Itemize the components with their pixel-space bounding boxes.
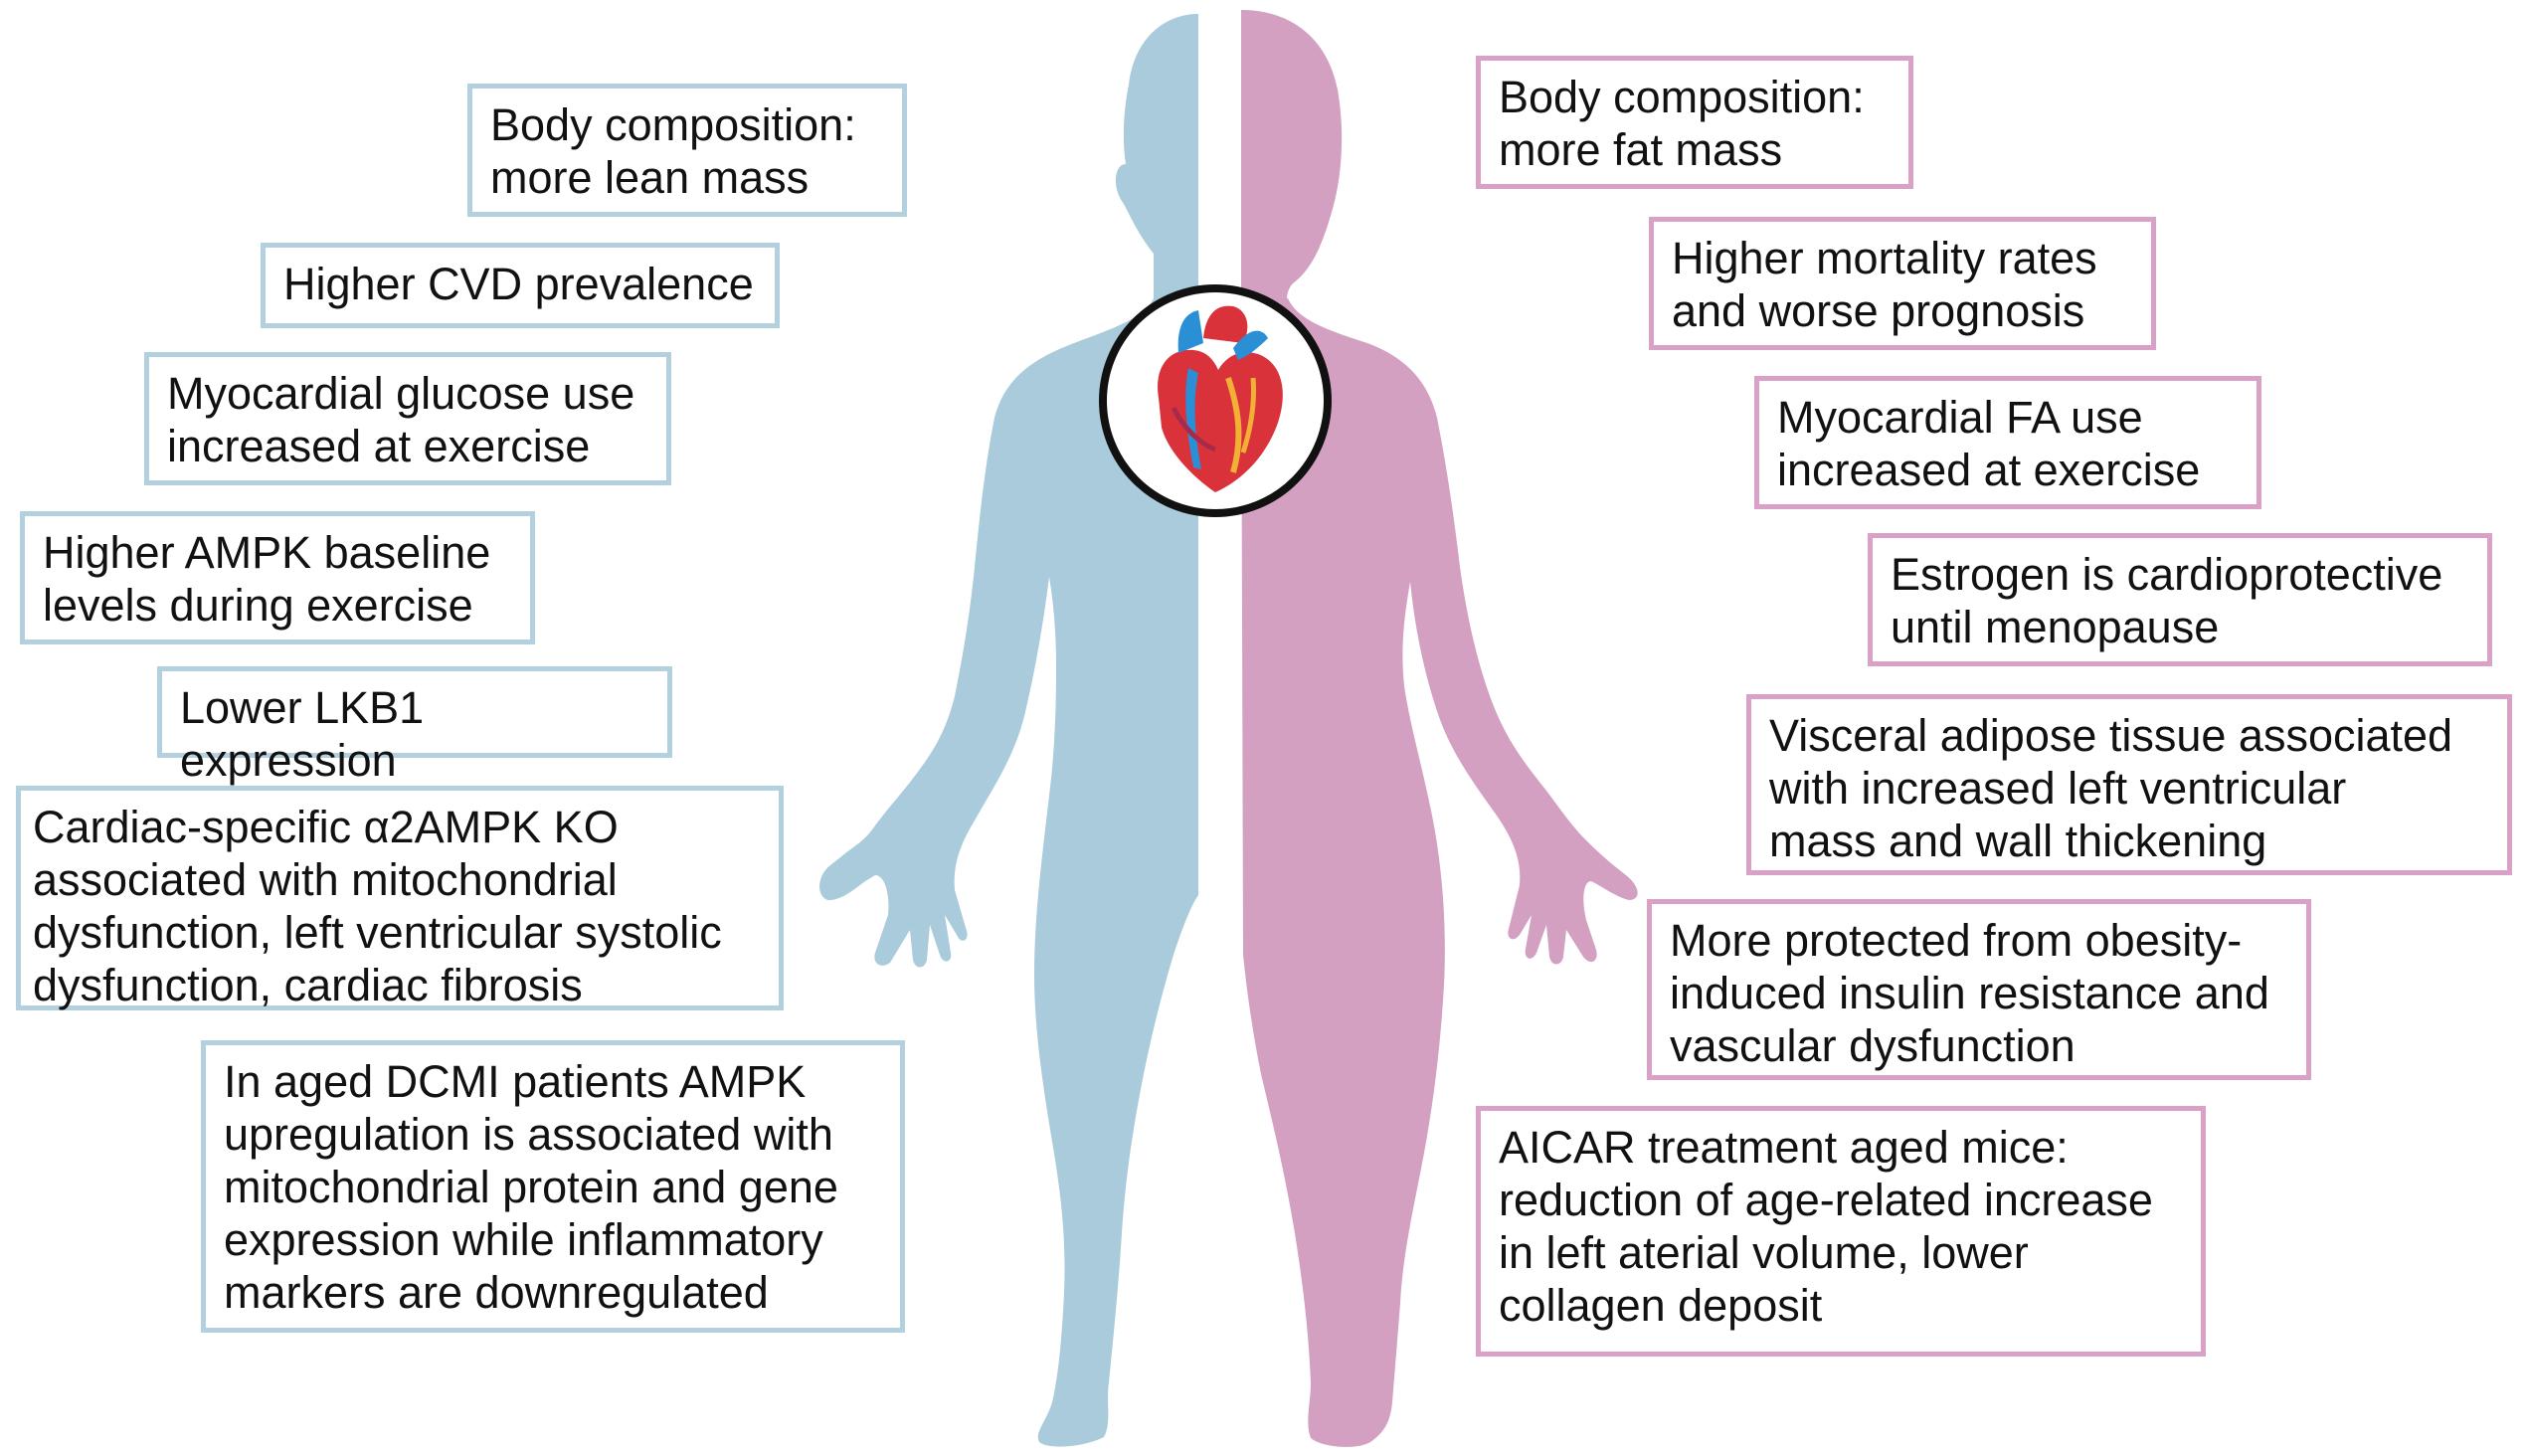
center-divider — [1198, 0, 1241, 1456]
heart-icon — [1099, 284, 1332, 517]
female-box-mortality: Higher mortality rates and worse prognos… — [1649, 217, 2156, 350]
female-body-half — [1241, 10, 1638, 1447]
female-box-body-composition: Body composition: more fat mass — [1476, 56, 1913, 189]
male-box-a2ampk-ko: Cardiac-specific α2AMPK KO associated wi… — [16, 786, 784, 1010]
male-body-half — [819, 14, 1198, 1447]
female-box-fa-use: Myocardial FA use increased at exercise — [1754, 376, 2261, 509]
female-box-visceral-adipose: Visceral adipose tissue associated with … — [1746, 694, 2512, 875]
male-box-body-composition: Body composition: more lean mass — [467, 84, 907, 217]
male-box-dcmi-patients: In aged DCMI patients AMPK upregulation … — [201, 1040, 905, 1333]
male-box-glucose-use: Myocardial glucose use increased at exer… — [144, 352, 671, 485]
female-box-estrogen: Estrogen is cardioprotective until menop… — [1868, 533, 2492, 666]
male-box-ampk-baseline: Higher AMPK baseline levels during exerc… — [20, 511, 535, 644]
female-box-obesity-protection: More protected from obesity- induced ins… — [1647, 899, 2311, 1080]
female-box-aicar-treatment: AICAR treatment aged mice: reduction of … — [1476, 1106, 2206, 1357]
male-box-cvd-prevalence: Higher CVD prevalence — [261, 243, 780, 328]
male-box-lkb1: Lower LKB1 expression — [157, 666, 672, 786]
